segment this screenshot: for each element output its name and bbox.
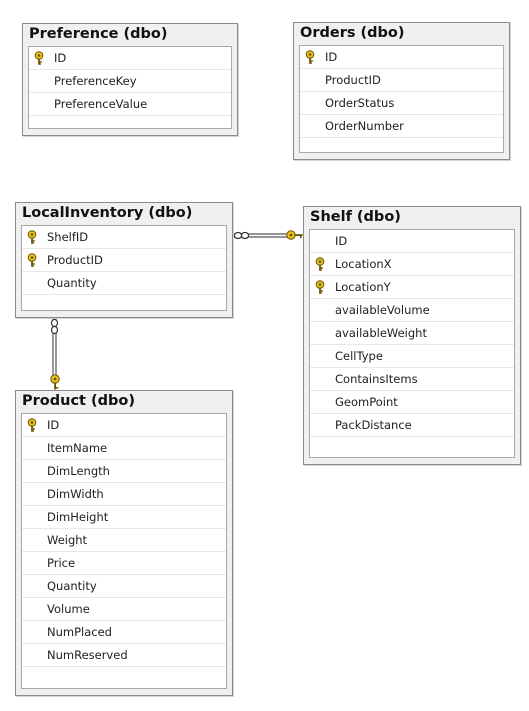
column-name: GeomPoint (335, 395, 398, 409)
column-row[interactable]: ID (29, 47, 231, 70)
table-localinventory[interactable]: LocalInventory (dbo) ShelfID ProductID Qua… (15, 202, 233, 318)
column-row[interactable]: NumPlaced (22, 621, 226, 644)
column-name: ProductID (325, 73, 381, 87)
column-list: ShelfID ProductID Quantity (21, 225, 227, 311)
primary-key-icon (315, 280, 325, 294)
table-shelf[interactable]: Shelf (dbo) ID LocationX LocationY availabl… (303, 206, 521, 465)
column-name: Quantity (47, 276, 97, 290)
column-row[interactable]: ProductID (22, 249, 226, 272)
column-row[interactable]: availableWeight (310, 322, 514, 345)
column-row[interactable]: DimLength (22, 460, 226, 483)
one-end-key-icon (50, 374, 60, 390)
column-row[interactable]: OrderStatus (300, 92, 503, 115)
primary-key-icon (305, 50, 315, 64)
primary-key-icon (34, 51, 44, 65)
column-name: availableWeight (335, 326, 427, 340)
column-name: LocationX (335, 257, 392, 271)
column-name: NumPlaced (47, 625, 112, 639)
column-name: OrderNumber (325, 119, 404, 133)
table-title[interactable]: Product (dbo) (22, 393, 135, 409)
column-name: LocationY (335, 280, 391, 294)
column-row[interactable]: ShelfID (22, 226, 226, 249)
primary-key-icon (27, 418, 37, 432)
column-name: OrderStatus (325, 96, 395, 110)
column-name: ID (47, 418, 60, 432)
column-name: ID (325, 50, 338, 64)
column-name: PreferenceValue (54, 97, 148, 111)
column-row[interactable]: OrderNumber (300, 115, 503, 138)
column-row[interactable]: Price (22, 552, 226, 575)
table-title[interactable]: Orders (dbo) (300, 25, 405, 41)
column-name: Price (47, 556, 76, 570)
column-row[interactable]: DimWidth (22, 483, 226, 506)
column-name: Quantity (47, 579, 97, 593)
relationship-localinventory-product[interactable] (50, 318, 60, 390)
column-row[interactable]: ID (310, 230, 514, 253)
column-row[interactable]: ID (300, 46, 503, 69)
column-row[interactable]: Quantity (22, 575, 226, 598)
column-row[interactable]: LocationX (310, 253, 514, 276)
table-title[interactable]: Shelf (dbo) (310, 209, 401, 225)
column-row[interactable]: Weight (22, 529, 226, 552)
one-end-key-icon (286, 230, 303, 240)
column-row[interactable]: Volume (22, 598, 226, 621)
relationship-localinventory-shelf[interactable] (233, 230, 303, 240)
many-end-icon (233, 231, 250, 240)
column-name: ID (335, 234, 348, 248)
column-name: PackDistance (335, 418, 412, 432)
column-row[interactable]: ItemName (22, 437, 226, 460)
column-name: ContainsItems (335, 372, 418, 386)
column-name: ShelfID (47, 230, 89, 244)
column-row[interactable]: PreferenceKey (29, 70, 231, 93)
column-name: availableVolume (335, 303, 430, 317)
column-name: PreferenceKey (54, 74, 137, 88)
column-row[interactable]: PreferenceValue (29, 93, 231, 116)
column-name: Volume (47, 602, 90, 616)
column-row[interactable]: LocationY (310, 276, 514, 299)
column-name: ID (54, 51, 67, 65)
column-row[interactable]: availableVolume (310, 299, 514, 322)
column-row[interactable]: NumReserved (22, 644, 226, 667)
primary-key-icon (315, 257, 325, 271)
table-title[interactable]: Preference (dbo) (29, 26, 168, 42)
column-name: CellType (335, 349, 383, 363)
column-row[interactable]: ContainsItems (310, 368, 514, 391)
column-name: NumReserved (47, 648, 128, 662)
column-row[interactable]: ProductID (300, 69, 503, 92)
column-list: ID LocationX LocationY availableVolume avail… (309, 229, 515, 458)
column-row[interactable]: DimHeight (22, 506, 226, 529)
many-end-icon (50, 318, 59, 335)
column-name: ProductID (47, 253, 103, 267)
column-name: ItemName (47, 441, 108, 455)
column-name: DimLength (47, 464, 110, 478)
column-row[interactable]: GeomPoint (310, 391, 514, 414)
column-name: Weight (47, 533, 88, 547)
column-row[interactable]: ID (22, 414, 226, 437)
column-name: DimHeight (47, 510, 109, 524)
column-row[interactable]: PackDistance (310, 414, 514, 437)
table-title[interactable]: LocalInventory (dbo) (22, 205, 193, 221)
column-name: DimWidth (47, 487, 104, 501)
column-row[interactable]: Quantity (22, 272, 226, 295)
primary-key-icon (27, 253, 37, 267)
column-row[interactable]: CellType (310, 345, 514, 368)
primary-key-icon (27, 230, 37, 244)
